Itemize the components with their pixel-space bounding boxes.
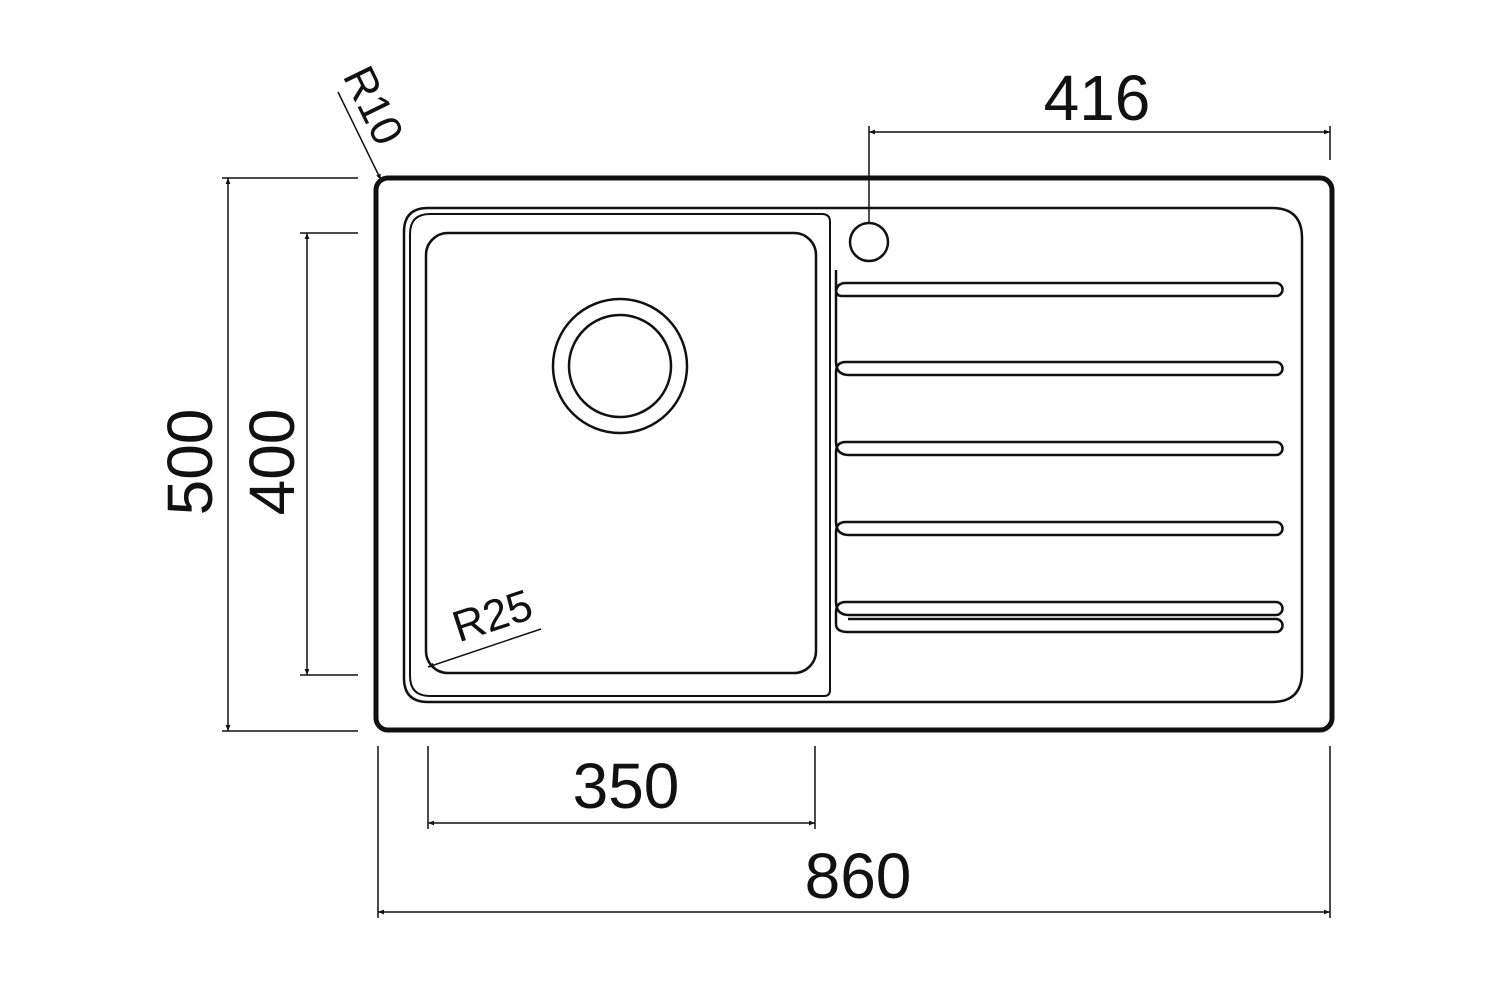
- bowl-drain-outer: [551, 297, 689, 435]
- dimension-label-500: 500: [154, 409, 226, 516]
- dimension-total-height: 500: [154, 177, 358, 732]
- drainer-groove: [834, 281, 1284, 377]
- radius-label-r25: R25: [447, 580, 539, 652]
- bowl: [424, 231, 818, 675]
- dimension-label-400: 400: [236, 409, 308, 516]
- callout-outer-corner-radius: R10: [333, 59, 413, 181]
- sink-outer-edge: [373, 175, 1335, 733]
- tap-hole: [848, 221, 890, 263]
- dimension-bowl-width: 350: [427, 746, 816, 829]
- drainer-groove: [834, 612, 1284, 634]
- dimension-total-width: 860: [377, 746, 1331, 918]
- bowl-outline: [424, 231, 818, 675]
- callout-bowl-corner-radius: R25: [427, 580, 542, 668]
- bowl-drain-inner: [567, 313, 673, 419]
- dimension-label-416: 416: [1044, 62, 1151, 134]
- drainer-groove: [834, 452, 1284, 537]
- sink-body: [373, 175, 1335, 733]
- drainer-groove: [834, 372, 1284, 457]
- drainer-groove: [834, 532, 1284, 617]
- sink-inner-rim: [402, 206, 1304, 704]
- drainer-groove: [834, 270, 1284, 298]
- dimension-top-tap-offset: 416: [868, 62, 1331, 223]
- drainer-grooves: [834, 270, 1284, 634]
- dimension-label-350: 350: [573, 750, 680, 822]
- dimension-bowl-height: 400: [236, 232, 358, 676]
- dimension-label-860: 860: [805, 840, 912, 912]
- sink-inner-rim-inset: [409, 213, 831, 697]
